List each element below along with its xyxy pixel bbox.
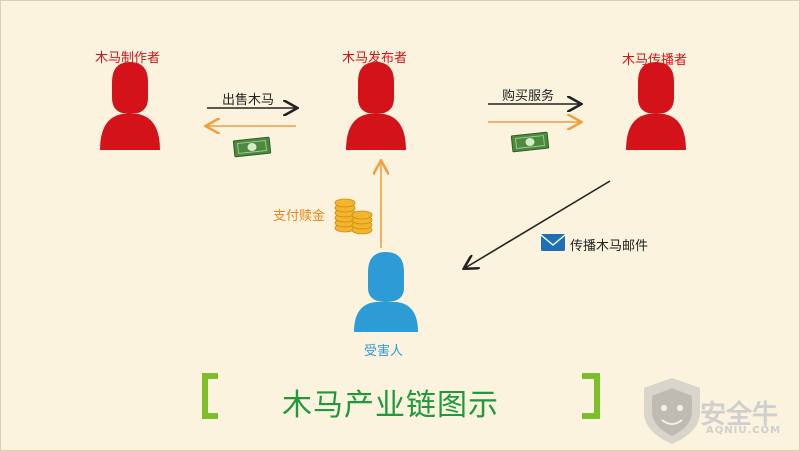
spreader-person-icon — [626, 62, 686, 150]
spread-mail-label: 传播木马邮件 — [570, 239, 649, 254]
banknote-icon — [232, 136, 272, 158]
spread-mail-arrow — [465, 180, 611, 268]
coin-stack-icon — [334, 198, 373, 235]
sell-label: 出售木马 — [222, 93, 275, 108]
aqniu-shield-logo — [644, 378, 700, 444]
publisher-person-icon — [346, 62, 406, 150]
publisher-label: 木马发布者 — [342, 51, 408, 66]
diagram-title: 木马产业链图示 — [282, 388, 499, 423]
banknote-icon — [510, 131, 550, 153]
victim-person-icon — [354, 252, 418, 332]
spreader-label: 木马传播者 — [622, 53, 688, 68]
watermark-site: AQNIU.COM — [706, 425, 782, 436]
left-bracket — [202, 373, 218, 419]
maker-label: 木马制作者 — [95, 51, 161, 66]
maker-person-icon — [100, 62, 160, 150]
envelope-icon — [540, 234, 566, 251]
pay-ransom-label: 支付赎金 — [273, 209, 326, 224]
watermark-name: 安全牛 — [700, 400, 779, 430]
right-bracket — [582, 373, 600, 419]
buy-service-label: 购买服务 — [502, 89, 555, 104]
victim-label: 受害人 — [364, 344, 404, 359]
